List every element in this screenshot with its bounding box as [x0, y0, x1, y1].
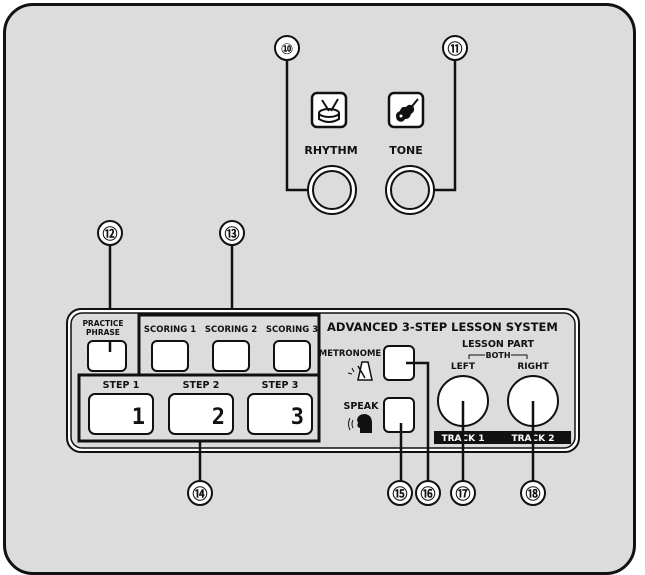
leader-line-11 [425, 60, 457, 192]
scoring-3-button[interactable] [273, 340, 311, 372]
scoring-2-button[interactable] [212, 340, 250, 372]
both-label: BOTH [485, 351, 510, 360]
callout-18: ⑱ [520, 480, 546, 506]
scoring-3-label: SCORING 3 [266, 325, 318, 335]
callout-15: ⑮ [387, 480, 413, 506]
step-1-label: STEP 1 [103, 380, 140, 391]
metronome-label: METRONOME [319, 349, 382, 359]
violin-icon [387, 91, 425, 129]
right-label: RIGHT [517, 362, 549, 372]
callout-10: ⑩ [274, 35, 300, 61]
step-2-button[interactable]: 2 [168, 393, 234, 435]
scoring-2-label: SCORING 2 [205, 325, 257, 335]
svg-text:⑮: ⑮ [392, 485, 407, 503]
step-3-digit: 3 [291, 405, 304, 430]
svg-text:⑩: ⑩ [281, 40, 294, 58]
left-label: LEFT [451, 362, 476, 372]
step-2-label: STEP 2 [183, 380, 220, 391]
step-1-digit: 1 [132, 405, 145, 430]
callout-13: ⑬ [219, 220, 245, 246]
speak-button[interactable] [383, 397, 415, 433]
callout-12: ⑫ [97, 220, 123, 246]
svg-text:⑬: ⑬ [224, 225, 239, 243]
step-2-digit: 2 [212, 405, 225, 430]
step-3-button[interactable]: 3 [247, 393, 313, 435]
lesson-part-label: LESSON PART [462, 339, 534, 350]
callout-11: ⑪ [442, 35, 468, 61]
metronome-icon [347, 361, 373, 381]
svg-text:⑯: ⑯ [420, 485, 435, 503]
callout-17: ⑰ [450, 480, 476, 506]
lesson-system-title: ADVANCED 3-STEP LESSON SYSTEM [327, 320, 558, 334]
track-label-bar [434, 431, 571, 444]
step-1-button[interactable]: 1 [88, 393, 154, 435]
scoring-1-label: SCORING 1 [144, 325, 196, 335]
practice-phrase-label-1: PRACTICE [82, 319, 123, 328]
callout-14: ⑭ [187, 480, 213, 506]
svg-text:⑭: ⑭ [192, 485, 207, 503]
tone-button[interactable] [385, 165, 435, 215]
svg-text:⑫: ⑫ [102, 225, 117, 243]
speaking-head-icon [348, 414, 372, 433]
speak-label: SPEAK [343, 401, 379, 412]
svg-text:⑰: ⑰ [455, 485, 470, 503]
leader-line-10 [285, 60, 315, 192]
scoring-1-button[interactable] [151, 340, 189, 372]
callout-16: ⑯ [415, 480, 441, 506]
svg-text:⑱: ⑱ [525, 485, 540, 503]
drum-icon [310, 91, 348, 129]
rhythm-label: RHYTHM [304, 144, 357, 157]
step-3-label: STEP 3 [262, 380, 299, 391]
tone-label: TONE [389, 144, 423, 157]
rhythm-button[interactable] [307, 165, 357, 215]
practice-phrase-button[interactable] [87, 340, 127, 372]
leader-line-16 [406, 361, 430, 481]
svg-text:⑪: ⑪ [447, 40, 462, 58]
practice-phrase-label-2: PHRASE [86, 328, 120, 337]
